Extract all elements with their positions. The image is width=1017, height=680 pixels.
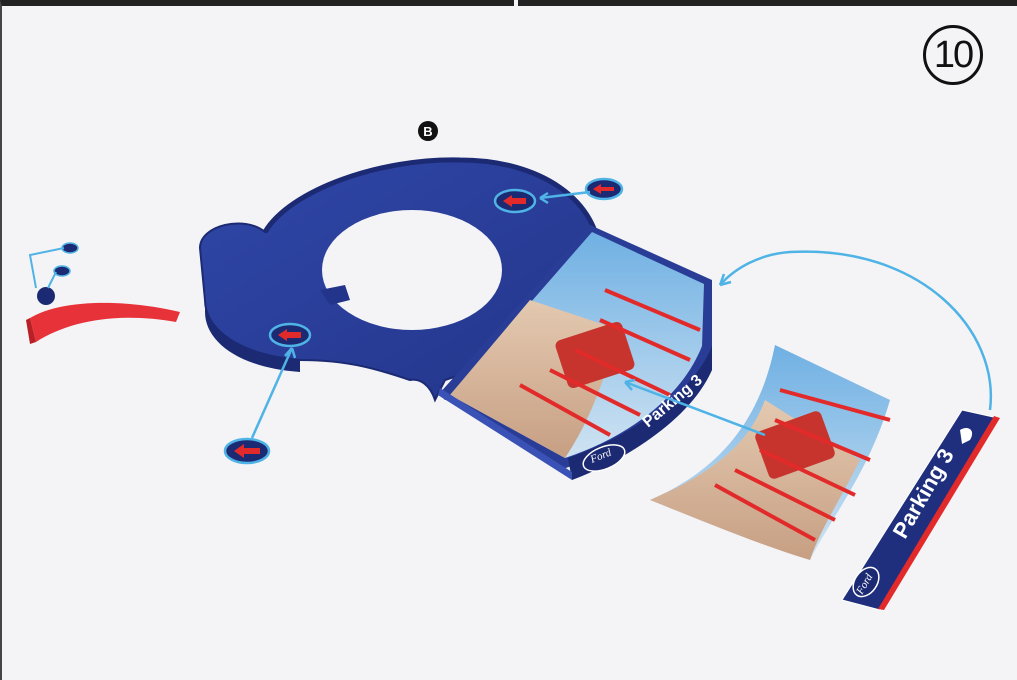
direction-arrow-sticker-icon bbox=[225, 439, 269, 463]
direction-arrow-sticker-icon bbox=[54, 266, 70, 276]
direction-arrow-sticker-icon bbox=[62, 243, 78, 253]
small-stickers bbox=[30, 243, 78, 288]
ramp-piece bbox=[26, 287, 180, 344]
direction-arrow-sticker-icon bbox=[270, 324, 310, 346]
ramp-sticker-icon bbox=[37, 287, 55, 305]
direction-arrow-sticker-icon bbox=[586, 179, 622, 199]
direction-arrow-sticker-icon bbox=[495, 190, 535, 212]
pointer-arrow-icon bbox=[48, 272, 56, 288]
